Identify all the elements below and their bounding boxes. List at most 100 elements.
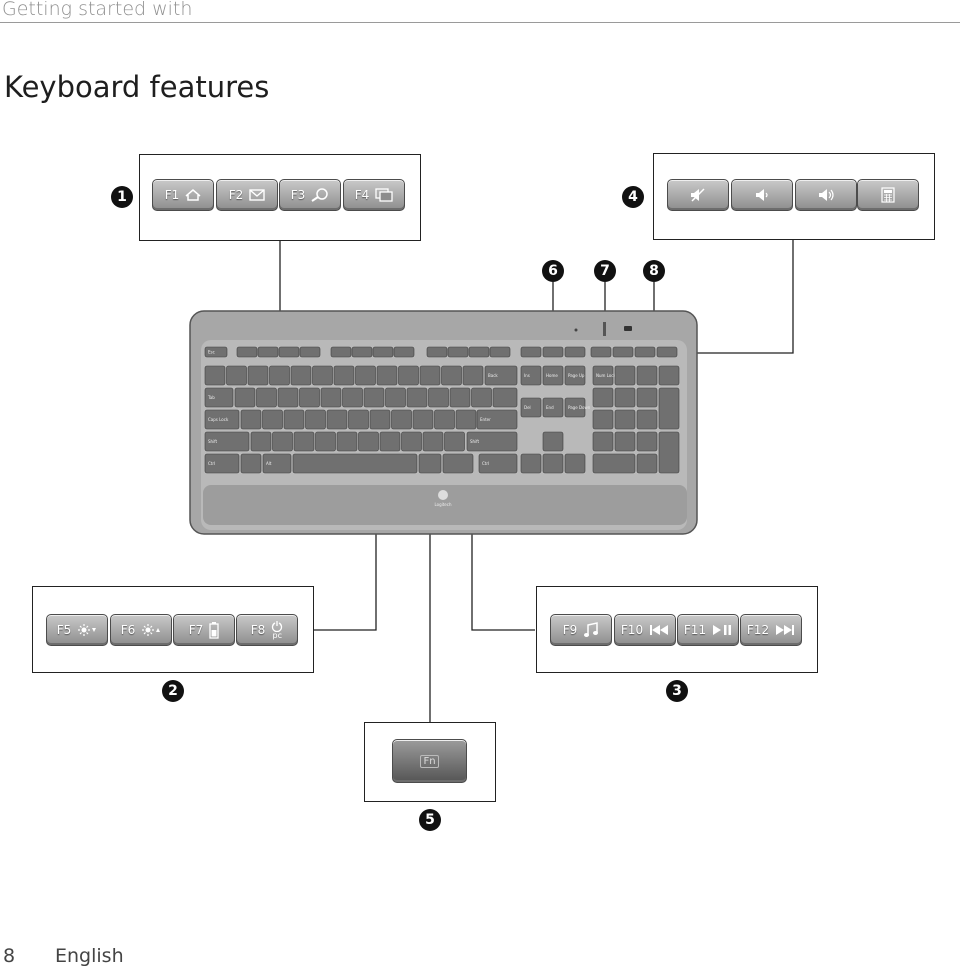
key-label: Fn xyxy=(420,754,439,768)
keyboard-key xyxy=(398,365,419,386)
f6-backlight-up-key[interactable]: F6 xyxy=(110,614,172,646)
keyboard-key xyxy=(592,365,614,386)
key-label: F4 xyxy=(354,188,370,202)
keyboard-key xyxy=(590,346,612,358)
fn-key[interactable]: Fn xyxy=(392,739,467,783)
keyboard-brand: Logitech xyxy=(434,502,451,507)
keyboard-key xyxy=(447,346,469,358)
f7-battery-key[interactable]: F7 xyxy=(173,614,235,646)
page-title: Keyboard features xyxy=(4,70,270,104)
keyboard-key-label: Ctrl xyxy=(482,461,489,466)
keyboard-key xyxy=(428,387,449,408)
previous-track-icon xyxy=(649,624,669,636)
keyboard-key-label: Back xyxy=(488,373,498,378)
next-track-icon xyxy=(775,624,795,636)
keyboard-key xyxy=(234,387,256,408)
callout-number-4: 4 xyxy=(622,186,644,208)
keyboard-key xyxy=(336,431,358,452)
keyboard-key xyxy=(393,346,415,358)
keyboard-key xyxy=(315,431,336,452)
keyboard-key xyxy=(204,409,240,430)
keyboard-key xyxy=(320,387,342,408)
keyboard-key xyxy=(204,365,226,386)
callout-number-3: 3 xyxy=(666,680,688,702)
keyboard-key xyxy=(204,387,234,408)
f1-home-key[interactable]: F1 xyxy=(152,179,214,211)
keyboard-key xyxy=(614,387,636,408)
keyboard-key xyxy=(658,387,680,430)
mute-key[interactable] xyxy=(667,179,729,211)
callout-number-8: 8 xyxy=(643,260,665,282)
key-label: F8 xyxy=(250,623,266,637)
keyboard-key xyxy=(442,453,474,474)
volume-up-key[interactable] xyxy=(795,179,857,211)
f10-previous-track-key[interactable]: F10 xyxy=(614,614,676,646)
music-icon xyxy=(583,622,599,638)
keyboard-key xyxy=(564,365,586,386)
pc-sleep-icon: pc xyxy=(271,620,283,640)
battery-icon xyxy=(209,621,219,639)
keyboard-key xyxy=(520,346,542,358)
key-label: F5 xyxy=(56,623,72,637)
keyboard-key xyxy=(369,409,391,430)
keyboard-key-label: Shift xyxy=(208,439,218,444)
key-label: F10 xyxy=(620,623,644,637)
play-pause-icon xyxy=(712,624,732,636)
keyboard-key xyxy=(444,431,465,452)
f3-search-key[interactable]: F3 xyxy=(279,179,341,211)
keyboard-key xyxy=(612,346,634,358)
keyboard-key xyxy=(351,346,373,358)
callout-number-2: 2 xyxy=(162,680,184,702)
key-label: F7 xyxy=(188,623,204,637)
keyboard-key xyxy=(293,431,315,452)
f11-play-pause-key[interactable]: F11 xyxy=(677,614,739,646)
keyboard-key xyxy=(326,409,348,430)
keyboard-key xyxy=(441,365,462,386)
mute-icon xyxy=(689,188,707,202)
key-label: F11 xyxy=(683,623,707,637)
keyboard-key xyxy=(385,387,406,408)
keyboard-key xyxy=(478,453,518,474)
f8-pc-sleep-key[interactable]: F8 pc xyxy=(236,614,298,646)
keyboard-key xyxy=(247,365,269,386)
keyboard-key xyxy=(240,409,262,430)
calculator-key[interactable] xyxy=(857,179,919,211)
f9-music-key[interactable]: F9 xyxy=(550,614,612,646)
keyboard-key xyxy=(592,409,614,430)
key-label: F1 xyxy=(164,188,180,202)
keyboard-key xyxy=(262,409,283,430)
windows-icon xyxy=(375,188,393,202)
callout-number-5: 5 xyxy=(419,809,441,831)
keyboard-key-label: Enter xyxy=(480,417,491,422)
f4-windows-key[interactable]: F4 xyxy=(343,179,405,211)
keyboard-key xyxy=(277,387,299,408)
keyboard-key xyxy=(283,409,305,430)
keyboard-key-label: Tab xyxy=(207,395,215,400)
keyboard-key xyxy=(204,431,250,452)
keyboard-key xyxy=(466,431,518,452)
keyboard-key xyxy=(379,431,401,452)
keyboard-key xyxy=(333,365,355,386)
keyboard-key-label: Del xyxy=(524,405,531,410)
keyboard-key-label: Ctrl xyxy=(208,461,215,466)
callout-number-7: 7 xyxy=(594,260,616,282)
keyboard-key xyxy=(592,431,614,452)
keyboard-key xyxy=(449,387,471,408)
volume-down-key[interactable] xyxy=(731,179,793,211)
f5-backlight-down-key[interactable]: F5 xyxy=(46,614,108,646)
keyboard-key-label: Shift xyxy=(470,439,480,444)
keyboard-key xyxy=(656,346,678,358)
keyboard-key-label: Ins xyxy=(524,373,530,378)
f2-mail-key[interactable]: F2 xyxy=(216,179,278,211)
backlight-up-icon xyxy=(141,623,161,637)
keyboard-key xyxy=(658,365,680,386)
keyboard-key xyxy=(592,453,636,474)
footer-language: English xyxy=(55,945,124,967)
f12-next-track-key[interactable]: F12 xyxy=(740,614,802,646)
key-label: F12 xyxy=(746,623,770,637)
keyboard-key xyxy=(358,431,379,452)
keyboard-key xyxy=(355,365,376,386)
keyboard-key xyxy=(636,387,658,408)
keyboard-key-label: Home xyxy=(546,373,558,378)
